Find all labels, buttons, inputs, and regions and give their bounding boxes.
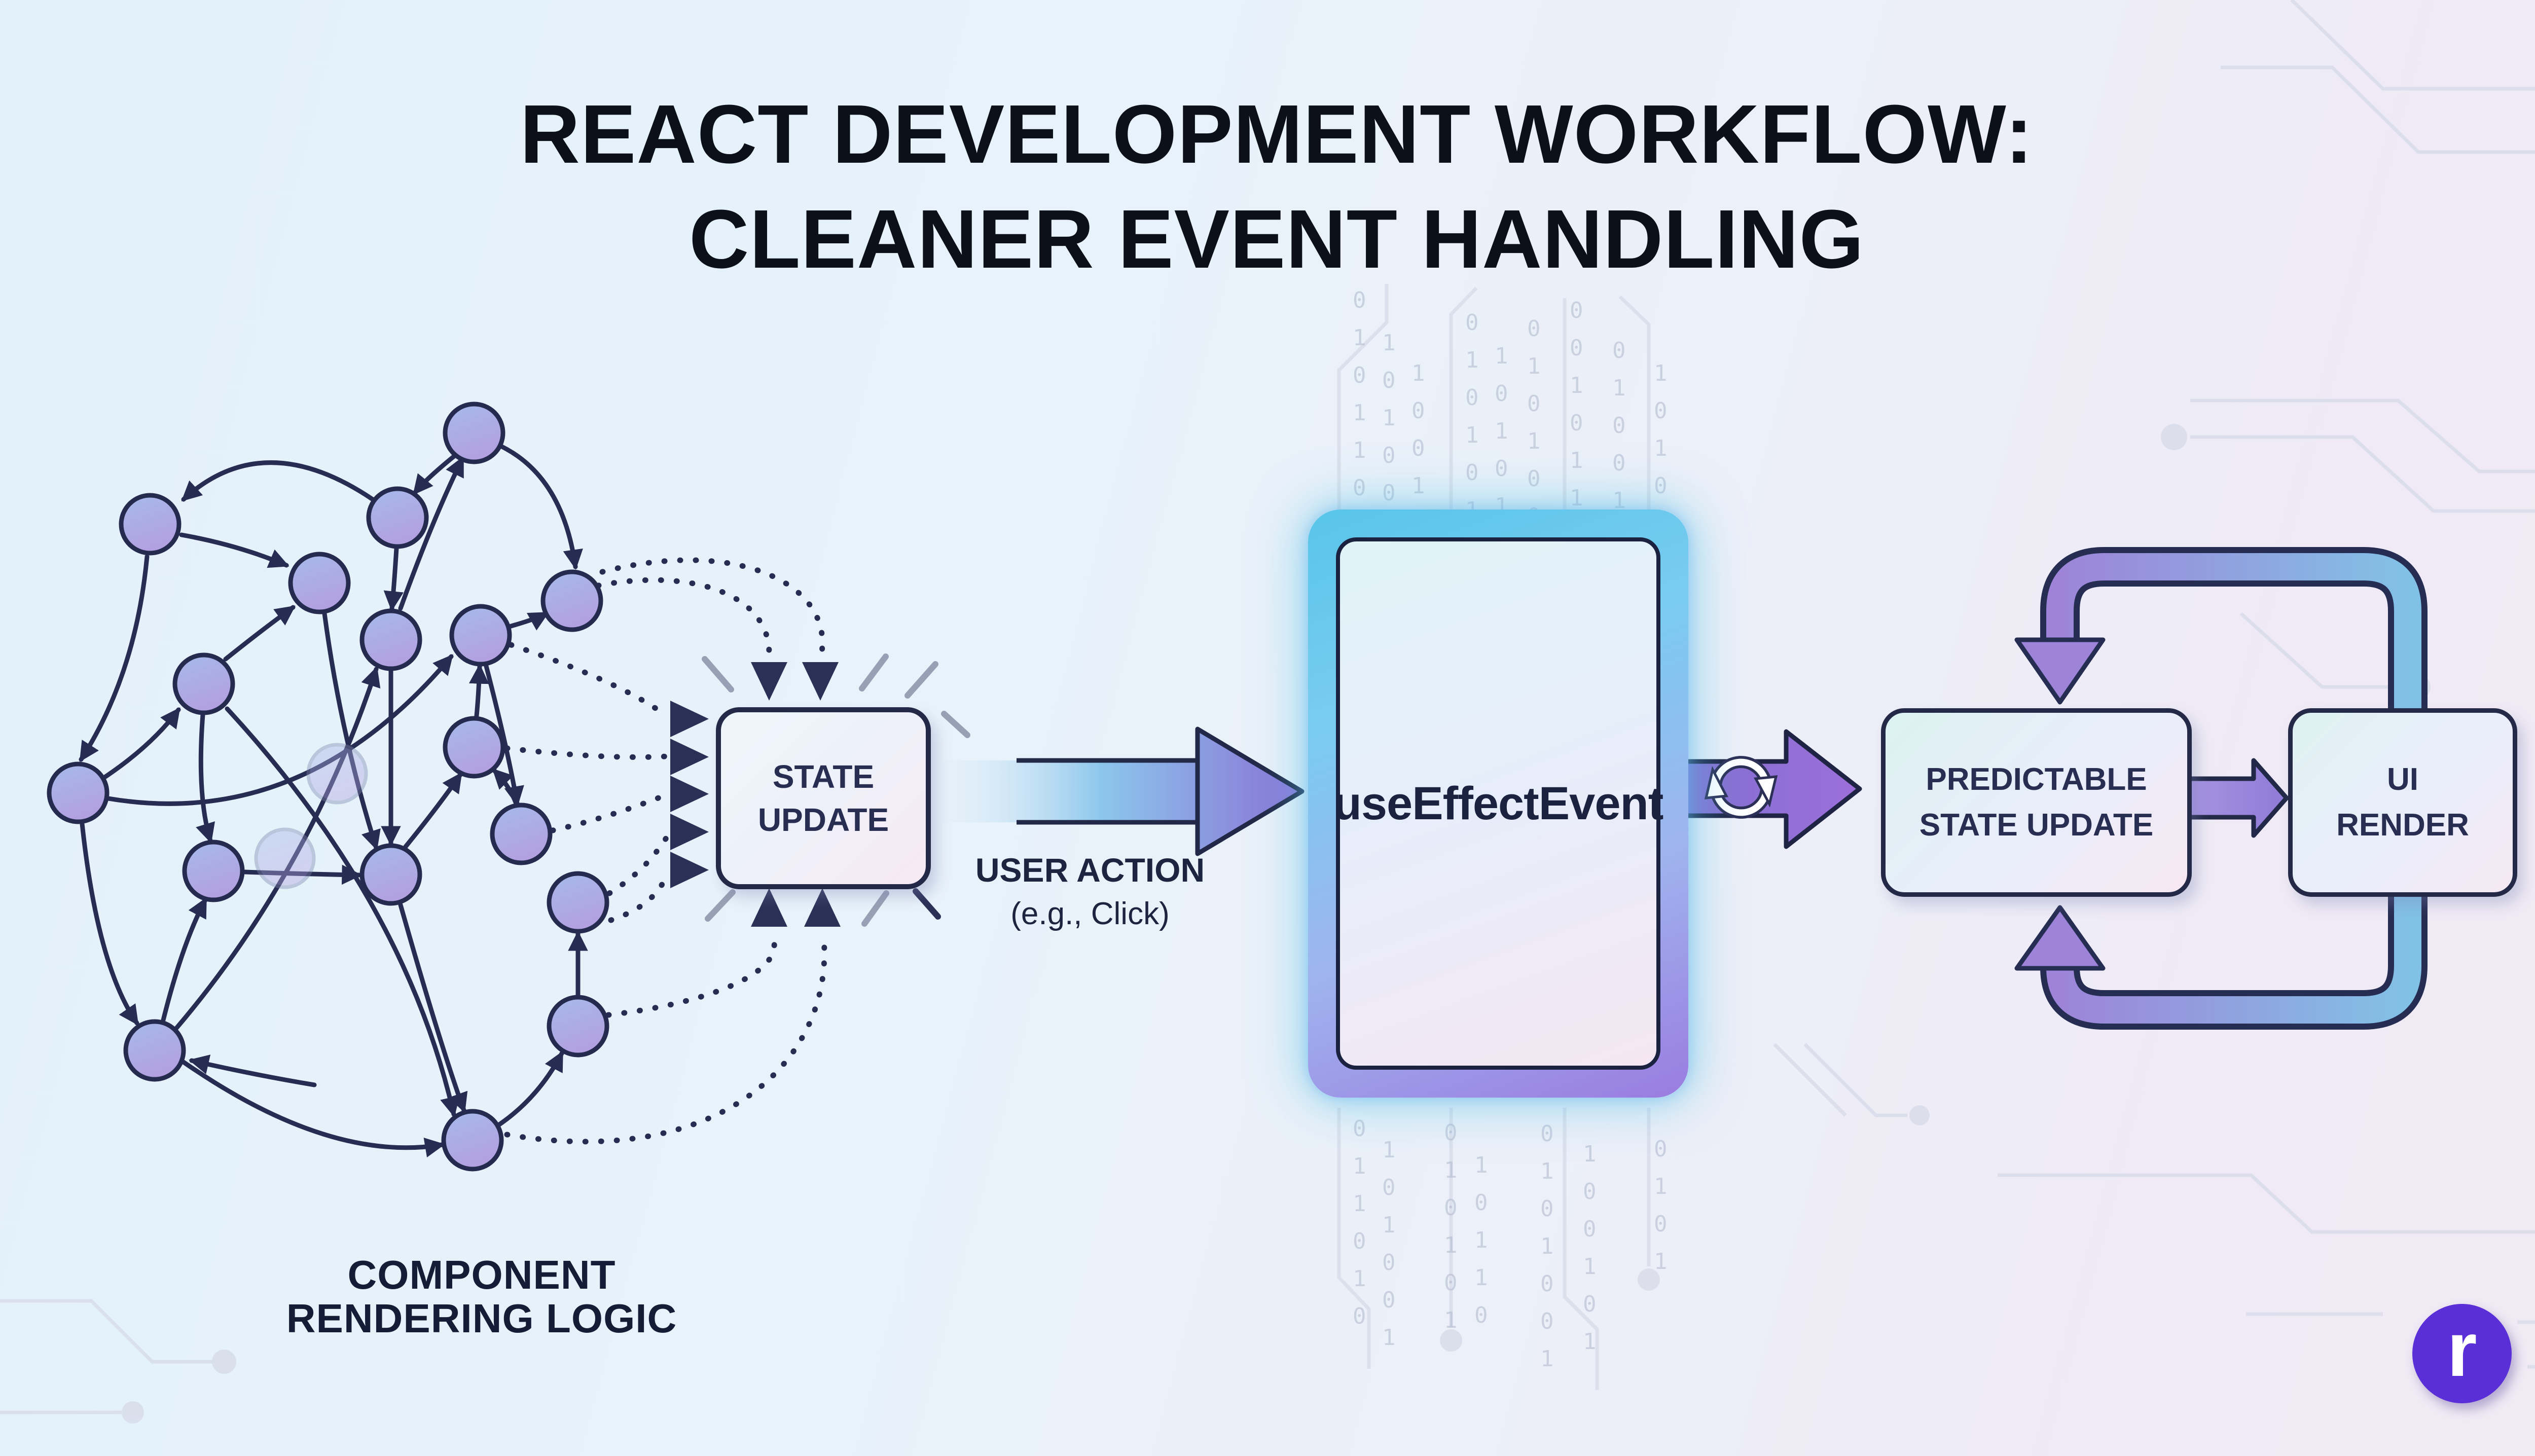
loop-up-arrowhead bbox=[2014, 905, 2106, 971]
binary-column: 0 1 1 0 1 0 bbox=[1353, 1116, 1367, 1329]
incoming-arrowheads bbox=[670, 662, 841, 927]
binary-column: 0 1 0 1 0 0 bbox=[1527, 316, 1542, 529]
network-caption-line1: COMPONENT bbox=[347, 1252, 616, 1297]
binary-column: 0 1 0 1 0 0 1 bbox=[1540, 1121, 1555, 1372]
binary-column: 1 0 1 1 0 bbox=[1474, 1152, 1489, 1328]
component-rendering-logic-caption: COMPONENT RENDERING LOGIC bbox=[279, 1253, 684, 1340]
binary-column: 0 1 0 0 1 bbox=[1612, 338, 1627, 514]
brand-logo-badge: r bbox=[2412, 1304, 2512, 1403]
network-dotted-arrows bbox=[504, 557, 827, 1145]
predictable-label-line1: PREDICTABLE bbox=[1926, 762, 2147, 797]
component-network bbox=[47, 402, 827, 1172]
use-effect-event-panel: useEffectEvent bbox=[1308, 509, 1688, 1098]
title-line-2: CLEANER EVENT HANDLING bbox=[689, 192, 1865, 285]
binary-column: 0 1 0 1 1 0 1 bbox=[1353, 287, 1367, 538]
user-action-line1: USER ACTION bbox=[975, 851, 1205, 889]
user-action-arrow bbox=[938, 726, 1305, 856]
title-line-1: REACT DEVELOPMENT WORKFLOW: bbox=[520, 88, 2034, 180]
binary-column: 0 1 0 1 bbox=[1654, 1136, 1669, 1275]
state-update-label-line1: STATE bbox=[772, 758, 875, 795]
binary-column: 0 1 0 1 0 1 bbox=[1465, 310, 1480, 523]
sync-icon bbox=[1704, 756, 1778, 819]
user-action-line2: (e.g., Click) bbox=[1010, 896, 1170, 932]
network-nodes bbox=[47, 402, 609, 1172]
page-title: REACT DEVELOPMENT WORKFLOW: CLEANER EVEN… bbox=[0, 82, 2535, 292]
effect-event-arrow bbox=[1682, 729, 1862, 849]
loop-down-arrowhead bbox=[2014, 637, 2106, 705]
binary-column: 1 0 1 0 bbox=[1654, 360, 1669, 499]
state-update-box: STATE UPDATE bbox=[716, 707, 931, 889]
state-update-label-line2: UPDATE bbox=[757, 801, 889, 838]
brand-logo-letter: r bbox=[2447, 1306, 2477, 1393]
user-action-caption: USER ACTION (e.g., Click) bbox=[948, 848, 1232, 935]
ui-render-box: UI RENDER bbox=[2288, 708, 2517, 897]
predictable-label-line2: STATE UPDATE bbox=[1919, 808, 2154, 843]
burst-ray-gray bbox=[702, 653, 970, 927]
binary-column: 1 0 1 0 0 1 bbox=[1382, 330, 1397, 543]
binary-column: 1 0 1 0 1 bbox=[1495, 343, 1509, 519]
binary-column: 0 1 0 1 0 1 bbox=[1444, 1120, 1459, 1333]
ui-render-label-line1: UI bbox=[2387, 762, 2418, 797]
render-cycle-loop bbox=[2014, 547, 2428, 1030]
binary-column: 1 0 1 0 0 1 bbox=[1382, 1137, 1397, 1351]
network-ghost-nodes bbox=[254, 743, 368, 889]
use-effect-event-inner: useEffectEvent bbox=[1333, 537, 1664, 1070]
ui-render-label-line2: RENDER bbox=[2336, 808, 2469, 843]
predictable-state-update-box: PREDICTABLE STATE UPDATE bbox=[1881, 708, 2192, 897]
network-caption-line2: RENDERING LOGIC bbox=[286, 1295, 677, 1341]
binary-column: 1 0 0 1 0 1 bbox=[1583, 1141, 1598, 1355]
use-effect-event-label: useEffectEvent bbox=[1333, 777, 1664, 829]
network-edges bbox=[79, 444, 588, 1158]
predictable-to-render-arrow bbox=[2184, 758, 2289, 838]
burst-ray-navy bbox=[913, 888, 941, 920]
state-update-burst bbox=[670, 653, 970, 927]
